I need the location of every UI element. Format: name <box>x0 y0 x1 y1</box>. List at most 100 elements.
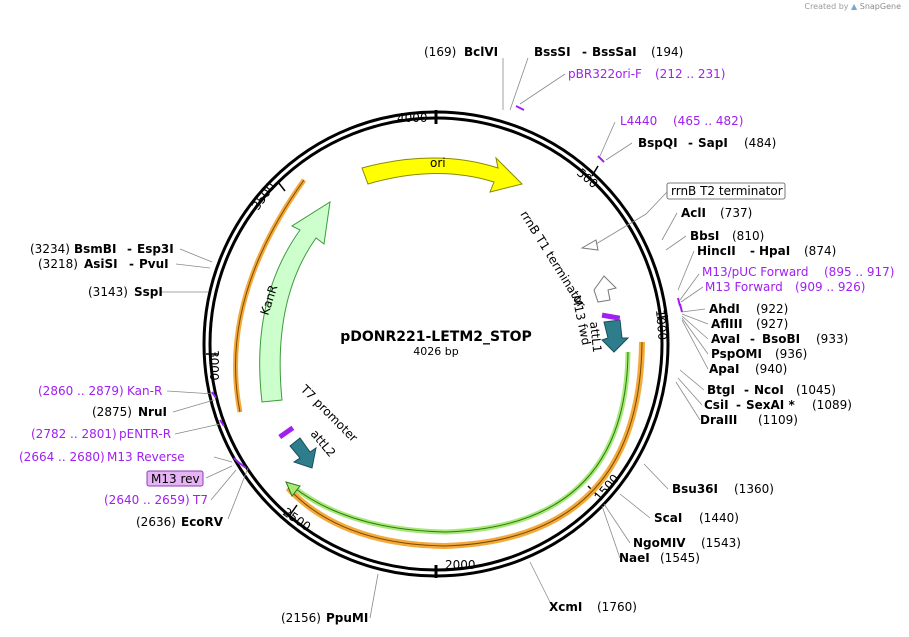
kanr-arrow <box>259 200 331 403</box>
site-scai-pos: (1440) <box>699 511 739 525</box>
site-ahdi-pos: (922) <box>756 302 788 316</box>
label-leader-lines <box>160 57 709 619</box>
site-ngomiv-enzyme: NgoMIV <box>633 536 686 550</box>
site-ppumi-pos: (2156) <box>281 611 321 625</box>
site-bbsi-enzyme: BbsI <box>690 229 719 243</box>
site-xcmi-enzyme: XcmI <box>549 600 582 614</box>
site-btgi-enzyme: BtgI <box>707 383 735 397</box>
site-bspqi-enzyme: BspQI <box>638 136 678 150</box>
ruler-label-2000: 2000 <box>445 558 476 572</box>
letm2-green-arc-core <box>291 351 629 533</box>
m13-fwd-primer-mark <box>601 312 621 321</box>
site-bbsi-pos: (810) <box>732 229 764 243</box>
orange-arc-kanr-core <box>235 179 305 413</box>
site-ngomiv-pos: (1543) <box>701 536 741 550</box>
site-bsssi-dash: - <box>582 45 587 59</box>
primer-m13puc-forward-range: (895 .. 917) <box>824 265 894 279</box>
site-hincii-pos: (874) <box>804 244 836 258</box>
primer-pentr-r-name: pENTR-R <box>119 427 171 441</box>
site-hincii-dash: - <box>750 244 755 258</box>
rrnb-t2-leader <box>595 191 668 245</box>
rrnb-t2-terminator-arrow <box>580 239 599 251</box>
rrnb-t1-terminator-arrow <box>593 275 617 303</box>
ruler-label-4000: 4000 <box>397 111 428 125</box>
site-xcmi-pos: (1760) <box>597 600 637 614</box>
primer-t7-range: (2640 .. 2659) <box>104 493 190 507</box>
primer-m13-reverse-name: M13 Reverse <box>107 450 185 464</box>
ruler-label-3000: 3000 <box>207 350 221 381</box>
site-ecorv-enzyme: EcoRV <box>181 515 224 529</box>
primer-m13-forward-name: M13 Forward <box>705 280 783 294</box>
primer-m13puc-forward-name: M13/pUC Forward <box>702 265 809 279</box>
t7-promoter-label: T7 promoter <box>297 382 360 445</box>
site-bclvi-enzyme: BclVI <box>464 45 498 59</box>
site-bsmbi-pos: (3234) <box>30 242 70 256</box>
site-bsu36i-enzyme: Bsu36I <box>672 482 718 496</box>
rrnb-t2-terminator-label: rrnB T2 terminator <box>671 184 783 198</box>
credit-brand: SnapGene <box>859 2 901 11</box>
primer-t7-name: T7 <box>192 493 208 507</box>
site-btgi-dash: - <box>744 383 749 397</box>
site-naei-pos: (1545) <box>660 551 700 565</box>
site-apai-enzyme: ApaI <box>709 362 739 376</box>
site-csii-pos: (1089) <box>812 398 852 412</box>
primer-pbr322ori-f-range: (212 .. 231) <box>655 67 725 81</box>
primer-pbr322ori-f-name: pBR322ori-F <box>568 67 642 81</box>
site-avai-enzyme: AvaI <box>711 332 740 346</box>
site-bsu36i-pos: (1360) <box>734 482 774 496</box>
site-bspqi-dash: - <box>688 136 693 150</box>
site-csii-enzyme: CsiI <box>704 398 729 412</box>
rrnb-t2-label-box <box>666 182 786 200</box>
site-bsmbi-dash: - <box>127 242 132 256</box>
site-asisi-pos: (3218) <box>38 257 78 271</box>
ruler-tick-2500 <box>289 504 298 516</box>
site-trui-pos: (2875) <box>92 405 132 419</box>
site-avai-dash: - <box>750 332 755 346</box>
ori-label: ori <box>430 156 446 170</box>
site-sspi-enzyme: SspI <box>134 285 163 299</box>
site-bsmbi-enzyme: BsmBI <box>74 242 116 256</box>
site-bclvi-pos: (169) <box>424 45 456 59</box>
credit-text: Created by <box>804 2 849 11</box>
site-bsssai-enzyme: BssSaI <box>592 45 637 59</box>
t7-promoter-mark <box>278 425 295 440</box>
site-pspomi-pos: (936) <box>775 347 807 361</box>
primer-m13-forward-range: (909 .. 926) <box>795 280 865 294</box>
site-acli-pos: (737) <box>720 206 752 220</box>
site-bspqi-pos: (484) <box>744 136 776 150</box>
snapgene-credit: Created by ▲ SnapGene <box>804 2 901 11</box>
primer-tick-marks <box>211 105 683 469</box>
site-acli-enzyme: AclI <box>681 206 706 220</box>
attl2-arrow <box>289 437 317 469</box>
site-sexai-enzyme: SexAI * <box>746 398 795 412</box>
site-sapi-enzyme: SapI <box>698 136 728 150</box>
plasmid-length: 4026 bp <box>413 345 458 358</box>
site-ppumi-enzyme: PpuMI <box>326 611 368 625</box>
ori-arrow <box>361 156 523 193</box>
site-bsssi-enzyme: BssSI <box>534 45 571 59</box>
site-ecorv-pos: (2636) <box>136 515 176 529</box>
m13-rev-box <box>146 470 204 487</box>
attl1-arrow <box>601 319 630 353</box>
site-hincii-enzyme: HincII <box>697 244 736 258</box>
primer-kan-r-range: (2860 .. 2879) <box>38 384 124 398</box>
site-ncoi-enzyme: NcoI <box>754 383 784 397</box>
site-apai-pos: (940) <box>755 362 787 376</box>
site-esp3i-enzyme: Esp3I <box>137 242 174 256</box>
primer-l4440-name: L4440 <box>620 114 657 128</box>
site-pvui-enzyme: PvuI <box>139 257 169 271</box>
primer-l4440-range: (465 .. 482) <box>673 114 743 128</box>
site-draiii-pos: (1109) <box>758 413 798 427</box>
site-draiii-enzyme: DraIII <box>700 413 737 427</box>
primer-pentr-r-range: (2782 .. 2801) <box>31 427 117 441</box>
primer-m13-reverse-range: (2664 .. 2680) <box>19 450 105 464</box>
primer-kan-r-name: Kan-R <box>127 384 162 398</box>
site-afliii-enzyme: AflIII <box>711 317 743 331</box>
letm2-arrowhead <box>285 481 301 497</box>
site-bsssi-pos: (194) <box>651 45 683 59</box>
site-sspi-pos: (3143) <box>88 285 128 299</box>
site-avai-pos: (933) <box>816 332 848 346</box>
ruler-label-3500: 3500 <box>249 180 278 213</box>
primer-m13-rev-name: M13 rev <box>151 472 200 486</box>
